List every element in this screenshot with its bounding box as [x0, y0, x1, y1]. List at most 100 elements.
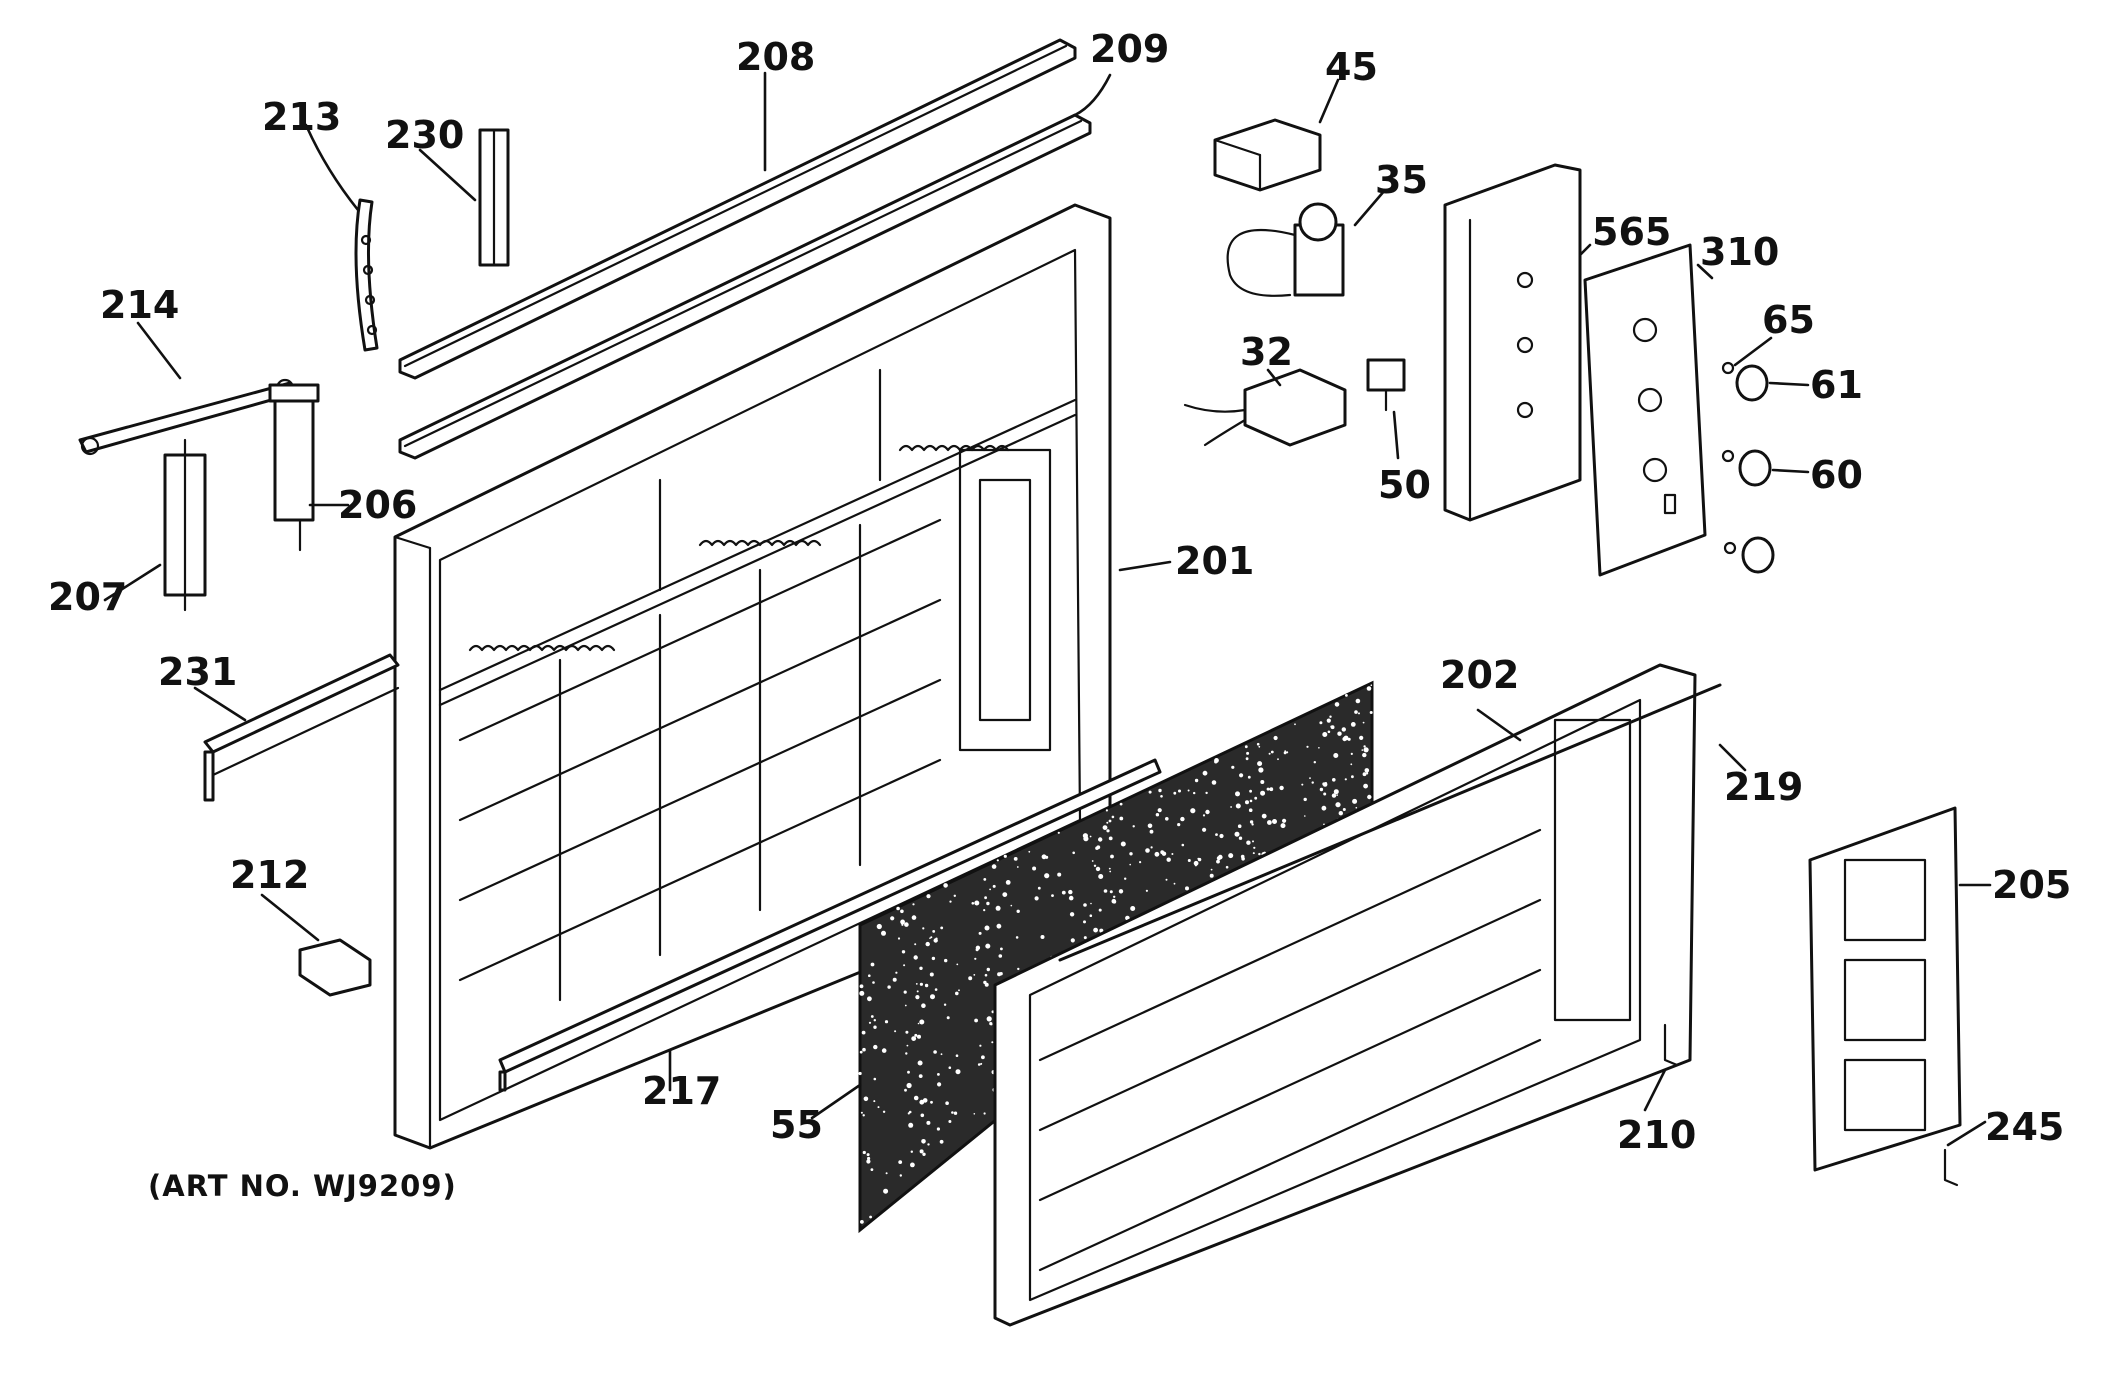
filter-speck: [1109, 890, 1113, 894]
filter-speck: [868, 1021, 872, 1024]
filter-speck: [984, 896, 987, 900]
filter-speck: [949, 900, 952, 903]
filter-speck: [1106, 821, 1109, 824]
filter-speck: [918, 1074, 923, 1078]
leader-lines: [103, 71, 1992, 1147]
filter-speck: [1155, 813, 1160, 817]
filter-speck: [1355, 698, 1361, 704]
filter-speck: [866, 1153, 870, 1157]
filter-speck: [1272, 819, 1277, 824]
part-245-clip: [1943, 1148, 1959, 1187]
filter-speck: [1017, 967, 1020, 971]
filter-speck: [1327, 730, 1331, 734]
filter-speck: [1139, 861, 1142, 864]
filter-speck: [870, 1168, 874, 1171]
filter-speck: [1120, 841, 1126, 847]
filter-speck: [905, 1052, 908, 1055]
filter-speck: [917, 1022, 920, 1025]
filter-speck: [897, 937, 901, 940]
filter-speck: [922, 1152, 926, 1157]
filter-speck: [1370, 684, 1373, 686]
filter-speck: [1181, 843, 1185, 847]
filter-speck: [869, 1215, 872, 1219]
filter-speck: [1098, 874, 1104, 879]
filter-speck: [940, 926, 944, 930]
filter-speck: [887, 985, 891, 989]
filter-speck: [974, 900, 980, 906]
filter-speck: [1105, 809, 1108, 812]
filter-speck: [920, 1113, 925, 1118]
filter-speck: [921, 1003, 926, 1008]
filter-speck: [1258, 767, 1264, 773]
filter-speck: [981, 1055, 985, 1060]
filter-speck: [984, 973, 988, 977]
filter-speck: [1090, 902, 1092, 905]
filter-speck: [885, 1172, 888, 1175]
filter-speck: [997, 972, 1002, 977]
part-230-seal-block: [478, 128, 510, 267]
filter-speck: [1205, 791, 1208, 795]
part-205-side-panel: [1808, 806, 1962, 1172]
filter-speck: [929, 972, 934, 977]
filter-speck: [1318, 747, 1320, 749]
filter-speck: [910, 1162, 915, 1168]
filter-speck: [1214, 760, 1218, 764]
filter-speck: [1230, 806, 1232, 808]
filter-speck: [912, 903, 915, 906]
filter-speck: [955, 1054, 959, 1057]
filter-speck: [1331, 793, 1337, 798]
filter-speck: [1260, 780, 1265, 784]
filter-speck: [984, 982, 989, 987]
filter-speck: [1082, 833, 1088, 839]
filter-speck: [1286, 751, 1289, 754]
filter-speck: [1216, 859, 1220, 864]
callout-60: 60: [1810, 453, 1863, 497]
filter-speck: [1358, 712, 1360, 715]
filter-speck: [1363, 747, 1369, 753]
filter-speck: [1113, 895, 1116, 898]
filter-speck: [1000, 947, 1003, 951]
filter-speck: [1342, 808, 1346, 811]
filter-speck: [1193, 860, 1199, 866]
filter-speck: [1350, 722, 1356, 727]
filter-speck: [900, 909, 904, 914]
filter-speck: [860, 1220, 864, 1224]
filter-speck: [911, 1036, 917, 1041]
callout-65: 65: [1762, 298, 1815, 342]
callout-207: 207: [48, 575, 127, 619]
filter-speck: [1350, 752, 1353, 756]
callout-45: 45: [1325, 45, 1378, 89]
filter-speck: [919, 1019, 925, 1025]
filter-speck: [921, 1139, 926, 1144]
filter-speck: [919, 1149, 924, 1154]
filter-speck: [986, 1016, 992, 1022]
filter-speck: [867, 1156, 871, 1161]
filter-speck: [861, 1030, 866, 1035]
filter-speck: [936, 1127, 941, 1131]
filter-speck: [996, 859, 999, 862]
filter-speck: [1301, 783, 1304, 786]
filter-speck: [991, 1041, 994, 1044]
filter-speck: [1013, 857, 1018, 861]
callout-231: 231: [158, 650, 237, 694]
filter-speck: [1268, 752, 1271, 755]
filter-speck: [1132, 825, 1135, 828]
filter-speck: [922, 927, 925, 930]
filter-speck: [900, 919, 905, 925]
filter-speck: [1028, 850, 1031, 853]
filter-speck: [1252, 852, 1255, 855]
filter-speck: [1205, 809, 1210, 815]
filter-speck: [937, 1073, 940, 1076]
filter-speck: [1364, 768, 1370, 773]
filter-speck: [983, 878, 987, 881]
filter-speck: [932, 930, 936, 933]
filter-speck: [1256, 742, 1260, 746]
filter-speck: [903, 990, 907, 994]
filter-speck: [1247, 775, 1251, 779]
filter-speck: [980, 1062, 983, 1065]
filter-speck: [1083, 936, 1087, 940]
filter-speck: [992, 884, 996, 888]
filter-speck: [1249, 799, 1253, 803]
filter-speck: [1193, 791, 1196, 795]
